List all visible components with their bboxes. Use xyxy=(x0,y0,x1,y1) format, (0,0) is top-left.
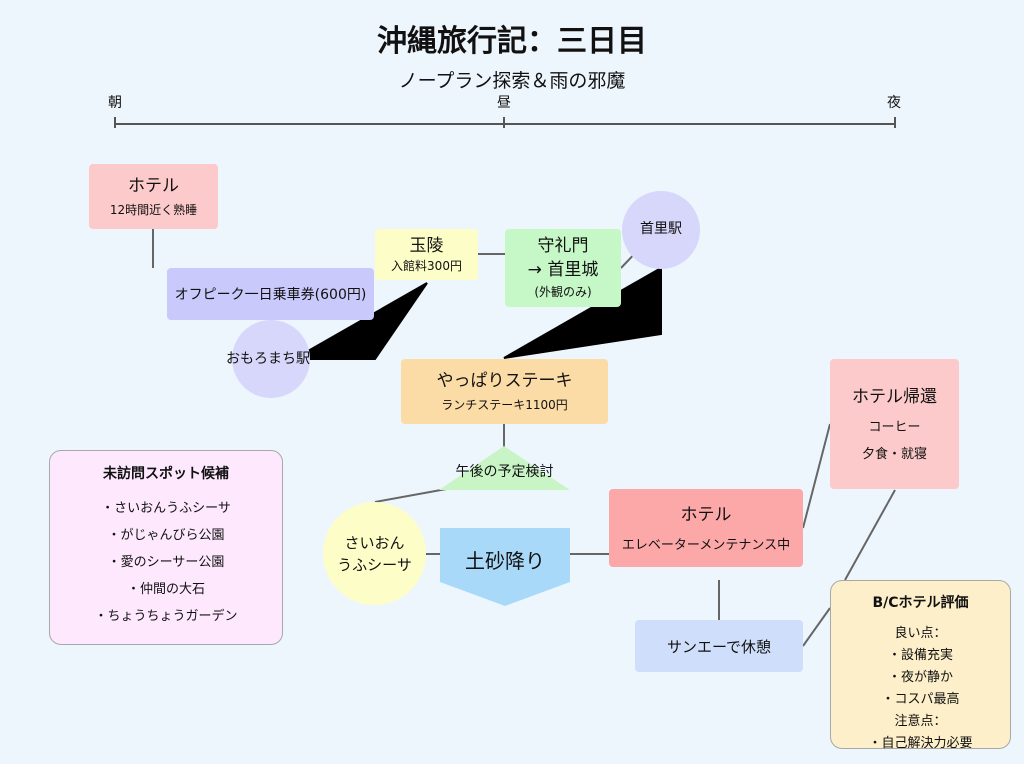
unvisited-item: ・ちょうちょうガーデン xyxy=(94,609,238,624)
timeline-label-noon: 昼 xyxy=(497,95,511,111)
edge-hotel-return xyxy=(802,423,831,529)
node-hotel-return: ホテル帰還 コーヒー 夕食・就寝 xyxy=(830,359,959,489)
node-pass-title: オフピーク一日乗車券(600円) xyxy=(174,287,367,303)
review-bad-item: ・自己解決力必要 xyxy=(868,736,973,751)
node-shureimon: 守礼門 → 首里城 (外観のみ) xyxy=(505,229,621,307)
node-hotel-return-item: 夕食・就寝 xyxy=(861,447,927,462)
decision-triangle xyxy=(439,446,570,490)
unvisited-item: ・愛のシーサー公園 xyxy=(107,555,225,570)
review-card: B/Cホテル評価 良い点： ・設備充実 ・夜が静か ・コスパ最高 注意点： ・自… xyxy=(830,580,1011,751)
node-pass: オフピーク一日乗車券(600円) xyxy=(167,268,374,320)
unvisited-card: 未訪問スポット候補 ・さいおんうふシーサ ・がじゃんびら公園 ・愛のシーサー公園… xyxy=(49,450,283,645)
unvisited-title: 未訪問スポット候補 xyxy=(103,466,229,482)
edge-sana-review xyxy=(802,607,831,647)
node-hotel-start-title: ホテル xyxy=(128,175,179,196)
node-shureimon-line2: → 首里城 xyxy=(527,260,599,280)
node-saion: さいおん うふシーサ xyxy=(323,502,426,605)
node-san-a-title: サンエーで休憩 xyxy=(666,637,772,656)
node-shureimon-line1: 守礼門 xyxy=(537,236,589,256)
node-shureimon-sub: (外観のみ) xyxy=(534,285,592,299)
node-rain-label: 土砂降り xyxy=(465,549,545,573)
review-good-label: 良い点： xyxy=(894,626,947,641)
rain-shape xyxy=(440,528,570,606)
node-shuri-station: 首里駅 xyxy=(622,191,700,269)
node-steak: やっぱりステーキ ランチステーキ1100円 xyxy=(401,359,608,424)
timeline-label-night: 夜 xyxy=(887,95,901,111)
unvisited-item: ・さいおんうふシーサ xyxy=(101,501,231,516)
timeline-label-morning: 朝 xyxy=(108,95,122,111)
node-hotel-mid: ホテル エレベーターメンテナンス中 xyxy=(609,489,803,567)
arrow-wedge-left xyxy=(290,282,428,360)
node-saion-line2: うふシーサ xyxy=(337,555,412,574)
review-title: B/Cホテル評価 xyxy=(872,595,969,611)
arrow-wedge-right xyxy=(503,266,662,359)
node-tamaudun-title: 玉陵 xyxy=(409,235,444,256)
node-hotel-return-item: コーヒー xyxy=(868,420,921,435)
node-hotel-start-sub: 12時間近く熟睡 xyxy=(109,202,198,217)
unvisited-item: ・がじゃんびら公園 xyxy=(107,528,225,543)
edge-review-return xyxy=(844,489,896,581)
review-bad-label: 注意点： xyxy=(894,714,947,729)
node-san-a: サンエーで休憩 xyxy=(635,620,803,672)
node-hotel-mid-sub: エレベーターメンテナンス中 xyxy=(621,537,791,553)
edge-decision-saion xyxy=(374,487,453,503)
node-tamaudun-sub: 入館料300円 xyxy=(391,258,462,273)
node-steak-title: やっぱりステーキ xyxy=(436,370,573,391)
node-hotel-return-title: ホテル帰還 xyxy=(852,387,937,407)
page-subtitle: ノープラン探索＆雨の邪魔 xyxy=(398,70,626,92)
node-steak-sub: ランチステーキ1100円 xyxy=(441,397,568,412)
review-good-item: ・夜が静か xyxy=(887,670,953,685)
node-shuri-station-label: 首里駅 xyxy=(640,221,682,237)
unvisited-item: ・仲間の大石 xyxy=(126,582,205,597)
node-hotel-start: ホテル 12時間近く熟睡 xyxy=(89,164,218,229)
review-good-item: ・設備充実 xyxy=(887,648,953,663)
review-good-item: ・コスパ最高 xyxy=(881,692,960,707)
page-title: 沖縄旅行記：三日目 xyxy=(377,24,647,59)
node-tamaudun: 玉陵 入館料300円 xyxy=(375,229,478,280)
node-decision-label: 午後の予定検討 xyxy=(455,464,554,480)
node-omoromachi-circle xyxy=(232,320,310,398)
node-omoromachi-label: おもろまち駅 xyxy=(226,351,310,367)
node-hotel-mid-title: ホテル xyxy=(680,504,732,525)
node-saion-line1: さいおん xyxy=(344,533,405,552)
